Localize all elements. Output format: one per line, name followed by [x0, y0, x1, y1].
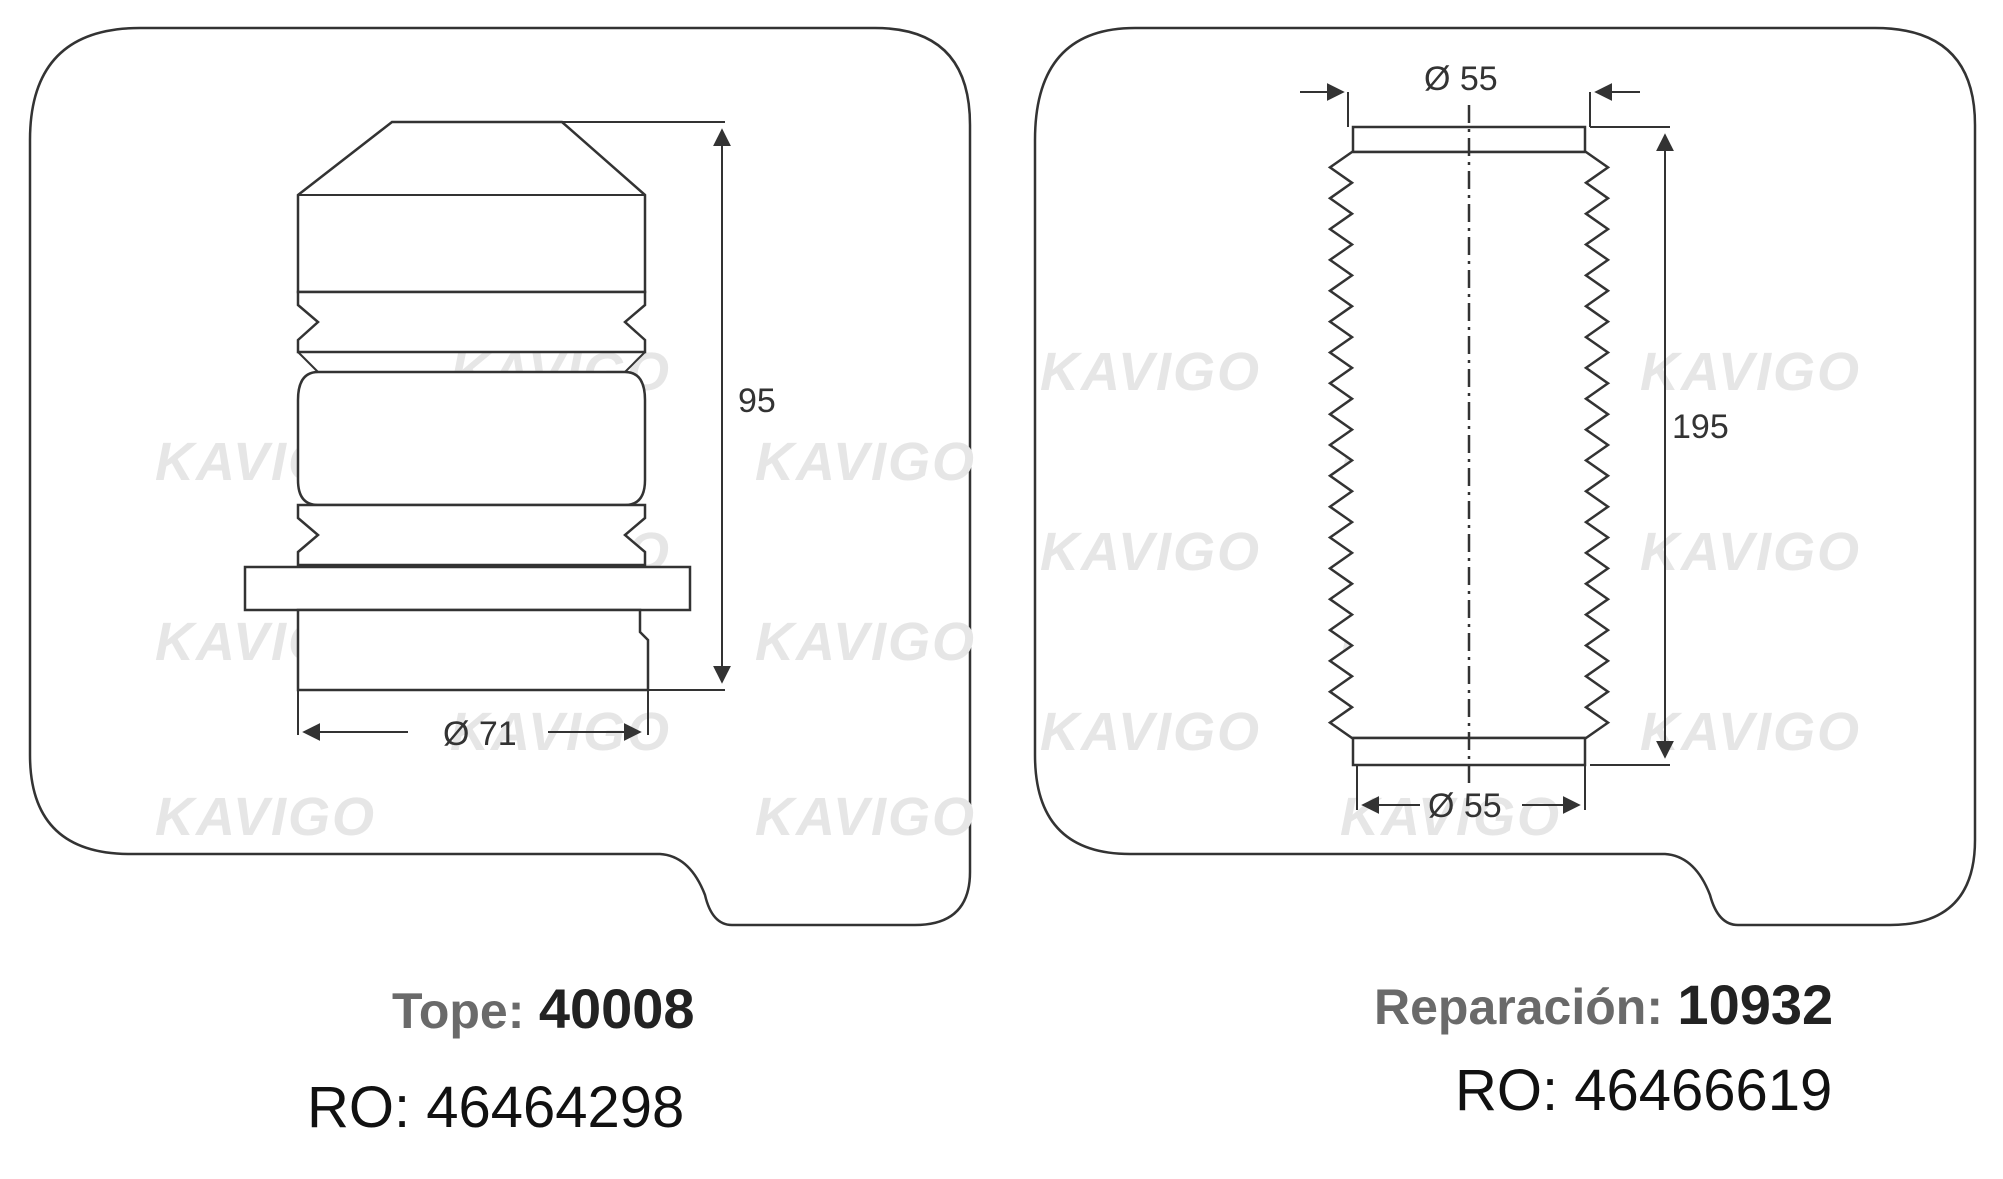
watermark-text: KAVIGO	[1040, 702, 1261, 762]
bottom-diameter-label: Ø 55	[1428, 787, 1502, 825]
bump-stop-flange	[243, 565, 692, 612]
part-code: 40008	[539, 977, 695, 1040]
bump-stop-groove-lower	[296, 503, 647, 567]
watermark-text: KAVIGO	[755, 432, 976, 492]
ro-number: RO: 46464298	[307, 1075, 684, 1140]
watermark-text: KAVIGO	[1040, 342, 1261, 402]
watermark-text: KAVIGO	[1640, 702, 1861, 762]
part-code: 10932	[1677, 973, 1833, 1036]
watermark-text: KAVIGO	[1640, 342, 1861, 402]
watermark-text: KAVIGO	[1640, 522, 1861, 582]
bump-stop-groove-upper	[296, 290, 647, 354]
dimension-bottom-diameter: Ø 55	[1356, 765, 1586, 825]
part-label: Tope:	[392, 983, 524, 1039]
caption-reparacion-line: Reparación: 10932	[1374, 973, 1833, 1036]
top-diameter-label: Ø 55	[1424, 60, 1498, 98]
part-label: Reparación:	[1374, 979, 1663, 1035]
watermark-text: KAVIGO	[155, 787, 376, 847]
caption-tope-line: Tope: 40008	[392, 977, 695, 1040]
caption-reparacion: Reparación: 10932 RO: 46466619	[1374, 973, 1833, 1123]
dimension-top-diameter: Ø 55	[1300, 60, 1640, 127]
dimension-diameter-71: Ø 71	[302, 715, 642, 753]
bump-stop-drawing	[243, 120, 692, 735]
panel-reparacion-frame	[1033, 26, 1977, 927]
bump-stop-base	[296, 608, 650, 692]
diameter-label: Ø 71	[443, 715, 517, 753]
ro-number: RO: 46466619	[1455, 1058, 1832, 1123]
watermark-text: KAVIGO	[755, 612, 976, 672]
bump-stop-bulge	[296, 370, 647, 507]
height-label: 95	[738, 382, 776, 420]
panel-tope-frame	[28, 26, 972, 927]
bellows-drawing	[1327, 105, 1611, 785]
dimension-height-195: 195	[1590, 126, 1729, 766]
watermark-text: KAVIGO	[1040, 522, 1261, 582]
bump-stop-cap	[296, 120, 647, 294]
watermark-text: KAVIGO	[755, 787, 976, 847]
panel-tope: KAVIGO KAVIGO KAVIGO KAVIGO KAVIGO KAVIG…	[28, 26, 976, 1140]
panel-reparacion: KAVIGO KAVIGO KAVIGO KAVIGO KAVIGO KAVIG…	[1033, 26, 1977, 1123]
dimension-height-95: 95	[562, 121, 776, 691]
height-label: 195	[1672, 408, 1729, 446]
caption-tope: Tope: 40008 RO: 46464298	[307, 977, 695, 1140]
